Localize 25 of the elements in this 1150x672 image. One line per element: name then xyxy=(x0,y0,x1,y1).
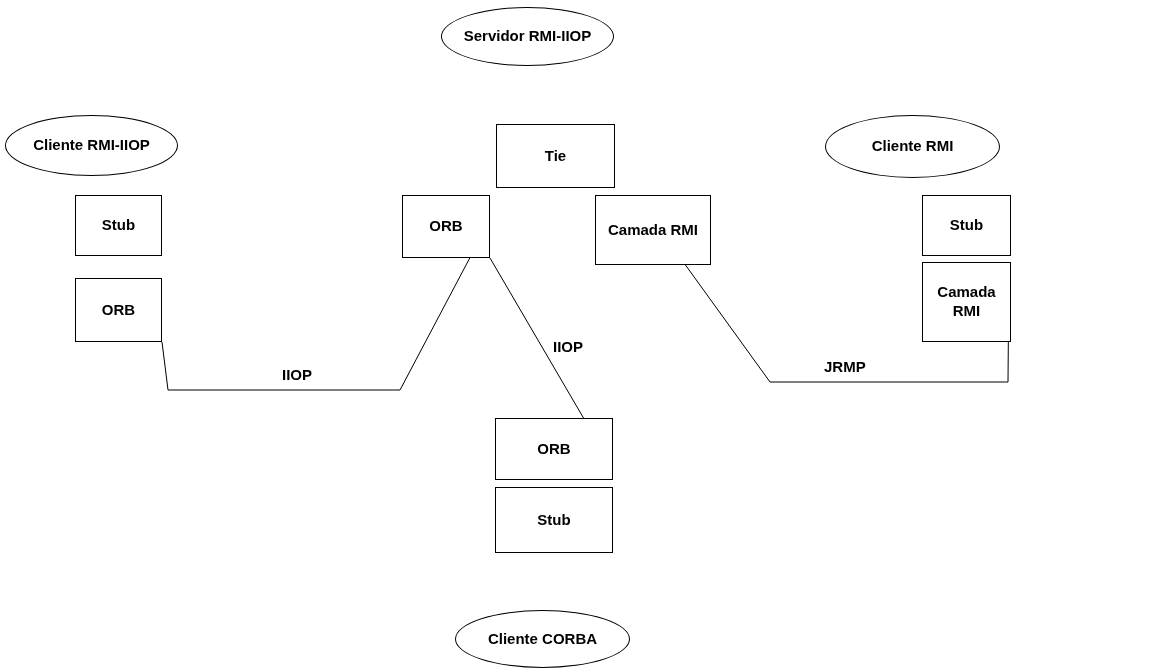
process-box xyxy=(75,278,162,342)
process-box xyxy=(402,195,490,258)
node-label: Servidor RMI-IIOP xyxy=(463,27,592,46)
node-label: Cliente RMI xyxy=(871,137,954,156)
node-label: Cliente CORBA xyxy=(487,629,598,649)
node-label: Camada RMI xyxy=(936,283,997,321)
process-box xyxy=(495,487,613,553)
node-label: ORB xyxy=(429,217,463,236)
node-label: Tie xyxy=(544,146,567,166)
process-box xyxy=(922,195,1011,256)
node-label: ORB xyxy=(101,300,136,320)
node-label: Cliente RMI-IIOP xyxy=(33,136,150,155)
process-box xyxy=(922,262,1011,342)
process-box xyxy=(495,418,613,480)
node-label: Camada RMI xyxy=(608,220,698,240)
connector-line xyxy=(489,257,584,419)
node-label: ORB xyxy=(537,439,571,459)
node-label: Stub xyxy=(537,510,571,530)
connector-line xyxy=(685,264,1009,383)
connector-line xyxy=(161,257,471,391)
node-label: Stub xyxy=(101,216,136,235)
process-box xyxy=(595,195,711,265)
process-box xyxy=(496,124,615,188)
node-label: Stub xyxy=(949,216,984,235)
process-box xyxy=(75,195,162,256)
